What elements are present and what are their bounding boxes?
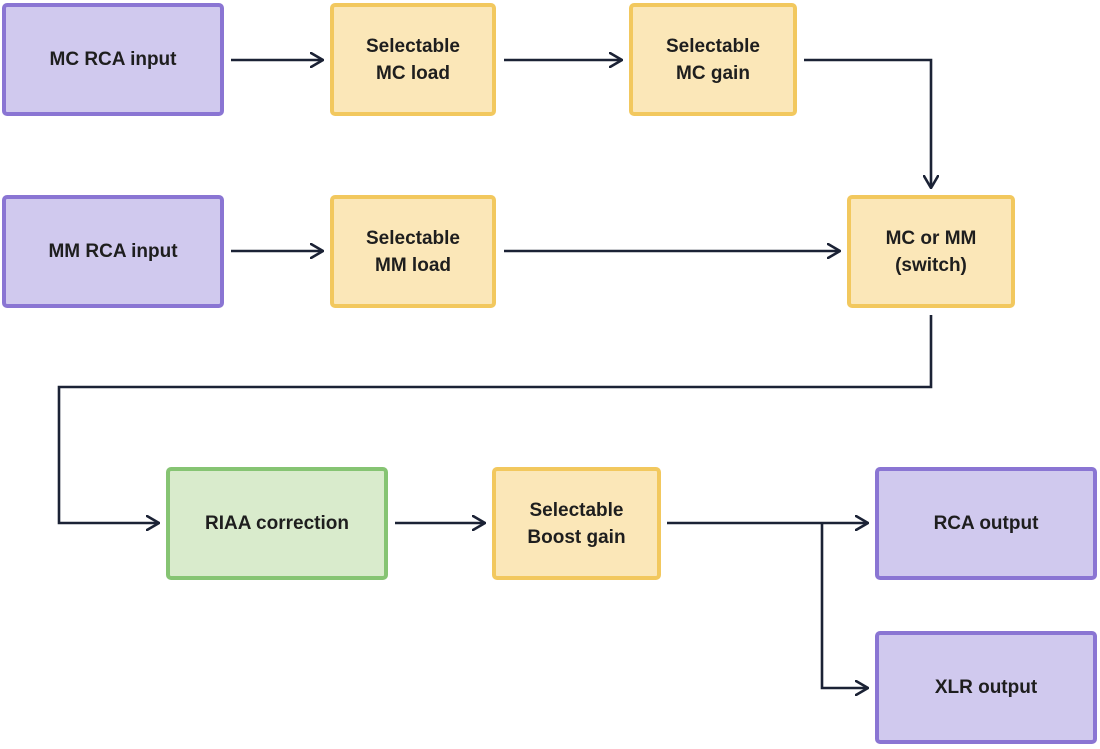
- selectable-mc-gain-node: Selectable MC gain: [629, 3, 797, 116]
- node-label: MM RCA input: [48, 241, 178, 262]
- node-label: Selectable: [666, 35, 760, 57]
- riaa-correction-node: RIAA correction: [166, 467, 388, 580]
- node-label: RIAA correction: [205, 513, 349, 534]
- selectable-mm-load-node: Selectable MM load: [330, 195, 496, 308]
- node-label: MC load: [376, 62, 450, 84]
- node-label: MC gain: [676, 62, 750, 84]
- edge-mc-gain-to-switch: [804, 58, 931, 188]
- mm-rca-input-node: MM RCA input: [2, 195, 224, 308]
- selectable-mc-load-node: Selectable MC load: [330, 3, 496, 116]
- node-label: Boost gain: [527, 526, 626, 548]
- node-label: MM load: [375, 254, 451, 276]
- xlr-output-node: XLR output: [875, 631, 1097, 744]
- node-label: RCA output: [933, 513, 1039, 534]
- node-label: Selectable: [529, 499, 624, 521]
- node-label: MC RCA input: [49, 49, 177, 70]
- mc-mm-switch-node: MC or MM (switch): [847, 195, 1015, 308]
- node-label: Selectable: [366, 227, 460, 249]
- mc-rca-input-node: MC RCA input: [2, 3, 224, 116]
- selectable-boost-gain-node: Selectable Boost gain: [492, 467, 661, 580]
- node-label: (switch): [895, 254, 967, 276]
- edge-boost-to-xlr-output: [820, 523, 868, 688]
- node-label: XLR output: [934, 677, 1038, 698]
- node-label: Selectable: [366, 35, 460, 57]
- node-label: MC or MM: [885, 227, 977, 249]
- rca-output-node: RCA output: [875, 467, 1097, 580]
- edge-switch-to-riaa: [57, 315, 933, 523]
